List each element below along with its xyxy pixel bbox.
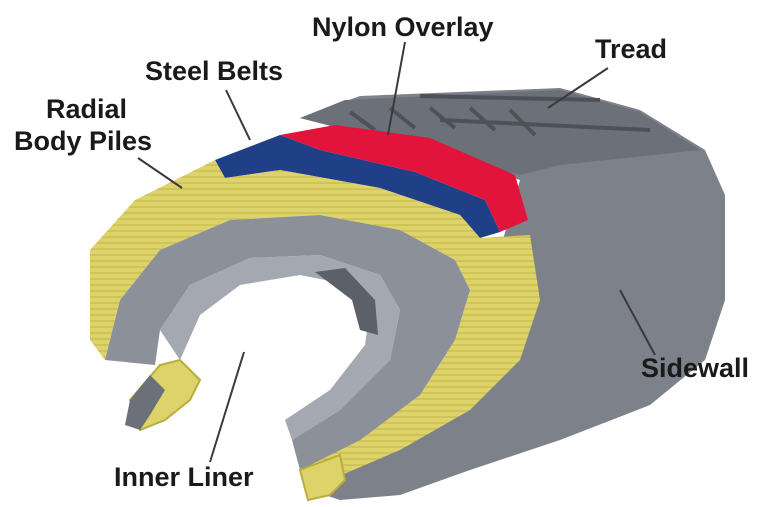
label-steel-belts: Steel Belts (145, 56, 283, 86)
label-inner-liner: Inner Liner (114, 462, 254, 492)
label-tread: Tread (595, 34, 667, 64)
label-nylon-overlay: Nylon Overlay (312, 12, 494, 42)
leader-steel-belts (226, 90, 250, 140)
leader-radial-body-piles (138, 158, 182, 188)
tire-illustration (90, 88, 725, 500)
label-radial-line1: Radial (46, 94, 127, 124)
leader-inner-liner (210, 352, 244, 462)
label-sidewall: Sidewall (641, 353, 749, 383)
label-radial-line2: Body Piles (14, 126, 152, 156)
